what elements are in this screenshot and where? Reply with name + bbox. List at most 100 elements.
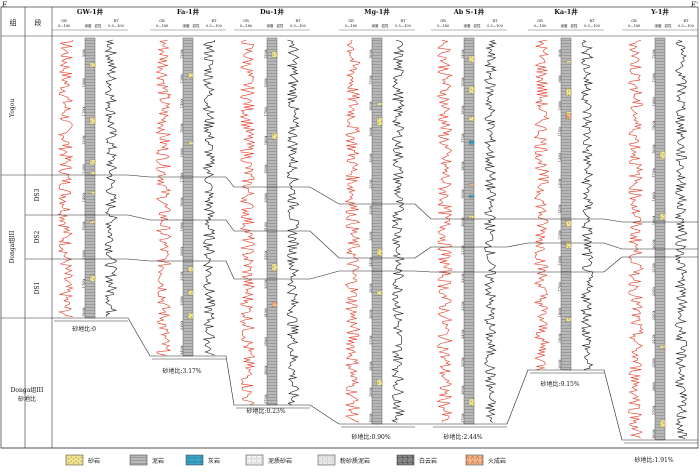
depth-label: 1900 (461, 190, 465, 199)
depth-label: 1100 (558, 128, 562, 137)
depth-column-label: 深度 (464, 23, 472, 28)
lithology-bed (187, 312, 194, 319)
lithology-bed (89, 62, 96, 68)
depth-column-label: 深度 (85, 23, 92, 28)
horizon-ds3b (52, 214, 698, 259)
gr-curve (436, 39, 453, 423)
lithology-bed (89, 171, 96, 175)
depth-label: 1700 (558, 283, 562, 292)
lithology-column-label: 岩性 (193, 23, 200, 28)
lithology-column (654, 37, 666, 441)
depth-label: 1700 (652, 169, 656, 178)
depth-label: 1800 (82, 308, 86, 317)
lithology-bed (376, 379, 383, 386)
depth-label: 1900 (264, 165, 268, 174)
depth-label: 1600 (369, 50, 373, 59)
legend-label: 粉砂质泥岩 (340, 457, 370, 465)
legend-item-sand: 砂岩 (65, 454, 100, 466)
lithology-column-label: 岩性 (665, 23, 673, 28)
legend-item-dolo: 白云岩 (396, 454, 437, 466)
depth-label: 1500 (652, 121, 656, 130)
depth-label: 1900 (369, 128, 373, 137)
corner-label-right: E' (690, 1, 698, 9)
depth-label: 2700 (369, 336, 373, 345)
horizon-ds2b (52, 256, 698, 280)
depth-label: 1800 (180, 198, 184, 207)
lithology-bed (376, 117, 383, 126)
gr-curve-label: GR (537, 19, 543, 23)
depth-column-label: 深度 (183, 23, 190, 28)
depth-label: 2700 (264, 395, 268, 404)
sand-ratio-label: 砂地比:0.23% (246, 407, 285, 415)
well-name: Ab S-1井 (453, 7, 485, 16)
rt-curve-label: RT (296, 19, 302, 23)
depth-label: 1700 (82, 279, 86, 288)
depth-label: 2800 (369, 362, 373, 371)
lithology-bed (565, 317, 572, 322)
depth-label: 2000 (652, 240, 656, 249)
depth-label: 2600 (369, 310, 373, 319)
sand-ratio-label: 砂地比:9.15% (540, 380, 579, 388)
depth-label: 1300 (652, 74, 656, 83)
lithology-column-label: 岩性 (474, 23, 482, 28)
lithology-column-label: 岩性 (382, 23, 390, 28)
depth-label: 1000 (558, 102, 562, 111)
legend-label: 砂岩 (88, 457, 100, 465)
depth-column-label: 深度 (561, 23, 569, 28)
well-name: Du-1井 (260, 7, 285, 16)
well-name: Mg-1井 (364, 7, 390, 16)
depth-label: 2400 (264, 309, 268, 318)
sand-ratio-label: 砂地比:2.44% (443, 433, 482, 441)
depth-label: 2300 (180, 321, 184, 330)
depth-label: 2200 (652, 288, 656, 297)
well-name: Ka-1井 (554, 7, 578, 16)
legend-item-siltmud: 粉砂质泥岩 (317, 454, 370, 466)
rt-curve-label: RT (212, 19, 218, 23)
depth-label: 2000 (558, 360, 562, 369)
gr-curve (627, 39, 644, 439)
correlation-lines (52, 174, 698, 441)
zone-yogou: Yogou (9, 99, 16, 119)
depth-label: 2500 (461, 358, 465, 367)
depth-label: 2600 (652, 383, 656, 392)
lithology-bed (187, 266, 194, 272)
lithology-bed (271, 133, 278, 140)
depth-label: 1900 (558, 334, 562, 343)
depth-label: 1400 (652, 98, 656, 107)
lithology-bed (376, 102, 383, 106)
gr-range-label: 0—180 (437, 24, 449, 28)
depth-label: 2100 (180, 272, 184, 281)
lithology-bed (659, 151, 666, 159)
depth-label: 1900 (180, 223, 184, 232)
depth-label: 2600 (461, 386, 465, 395)
lithology-bed (468, 55, 475, 63)
zone-donga3: Donga组III (8, 230, 16, 263)
legend-label: 泥岩 (152, 457, 164, 465)
depth-label: 1500 (264, 50, 268, 59)
legend-swatch (129, 454, 148, 466)
lithology-column-label: 岩性 (277, 23, 285, 28)
gr-curve-label: GR (243, 19, 249, 23)
lithology-bed (468, 85, 475, 94)
legend-label: 灰岩 (208, 457, 220, 465)
depth-label: 1600 (264, 79, 268, 88)
legend-swatch (185, 454, 204, 466)
lithology-column-label: 岩性 (571, 23, 579, 28)
lithology-bed (271, 301, 278, 308)
rt-curve-label: RT (114, 19, 120, 23)
rt-range-label: 0.5—100 (395, 24, 411, 28)
depth-label: 800 (558, 50, 562, 57)
lithology-bed (565, 220, 572, 227)
depth-label: 1200 (180, 50, 184, 59)
rt-curve (104, 39, 118, 317)
depth-label: 2000 (369, 154, 373, 163)
depth-column-label: 深度 (267, 23, 275, 28)
zone-ds1: DS1 (34, 282, 41, 295)
gr-range-label: 0—180 (240, 24, 252, 28)
lithology-bed (659, 213, 666, 221)
depth-label: 2300 (369, 232, 373, 241)
legend-swatch (465, 454, 484, 466)
sand-ratio-label: 砂地比:1.91% (634, 456, 673, 464)
